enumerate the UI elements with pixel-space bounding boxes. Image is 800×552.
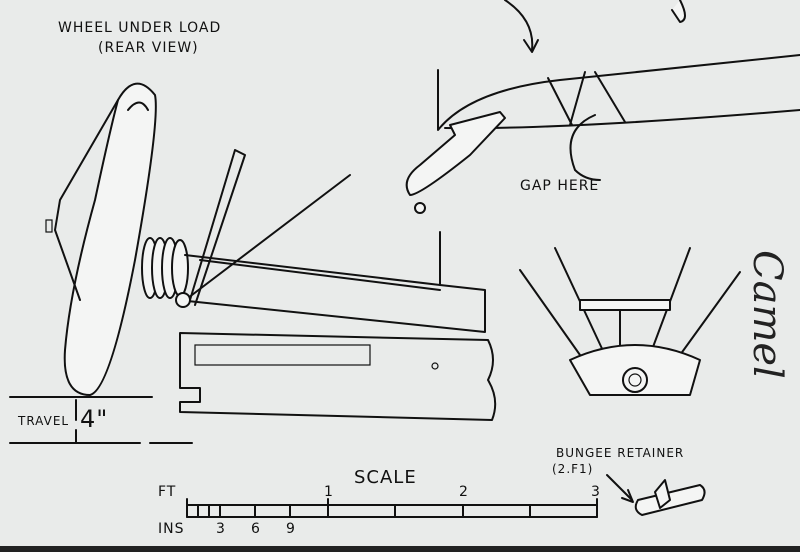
scale-ins-tick: 9 (286, 521, 296, 537)
bungee-label-line2: (2.F1) (552, 462, 594, 476)
scale-ft-tick: 3 (591, 484, 601, 500)
travel-label: TRAVEL (18, 414, 70, 428)
scale-title: SCALE (354, 467, 417, 488)
pointer-arrow (504, 0, 534, 51)
scale-ft-tick: 1 (324, 484, 334, 500)
scale-ins-tick: 3 (216, 521, 226, 537)
scale-ins-label: INS (158, 521, 185, 537)
axle-assembly (141, 149, 486, 333)
bungee-retainer-drawing (606, 474, 706, 516)
side-title: Camel (744, 250, 790, 379)
spar-section (179, 332, 497, 421)
scale-ins-tick: 6 (251, 521, 261, 537)
bungee-label-line1: BUNGEE RETAINER (556, 446, 685, 460)
scale-bar (186, 498, 598, 518)
wheel-rear-view (45, 82, 157, 396)
bottom-edge (0, 546, 800, 552)
gap-label: GAP HERE (520, 178, 600, 194)
title-line2: (REAR VIEW) (98, 40, 199, 56)
scale-ft-tick: 2 (459, 484, 469, 500)
travel-value: 4" (80, 405, 109, 433)
scale-ft-label: FT (158, 484, 177, 500)
title-line1: WHEEL UNDER LOAD (58, 20, 222, 36)
fuselage-detail (405, 0, 800, 214)
axle-front-view (519, 247, 741, 396)
